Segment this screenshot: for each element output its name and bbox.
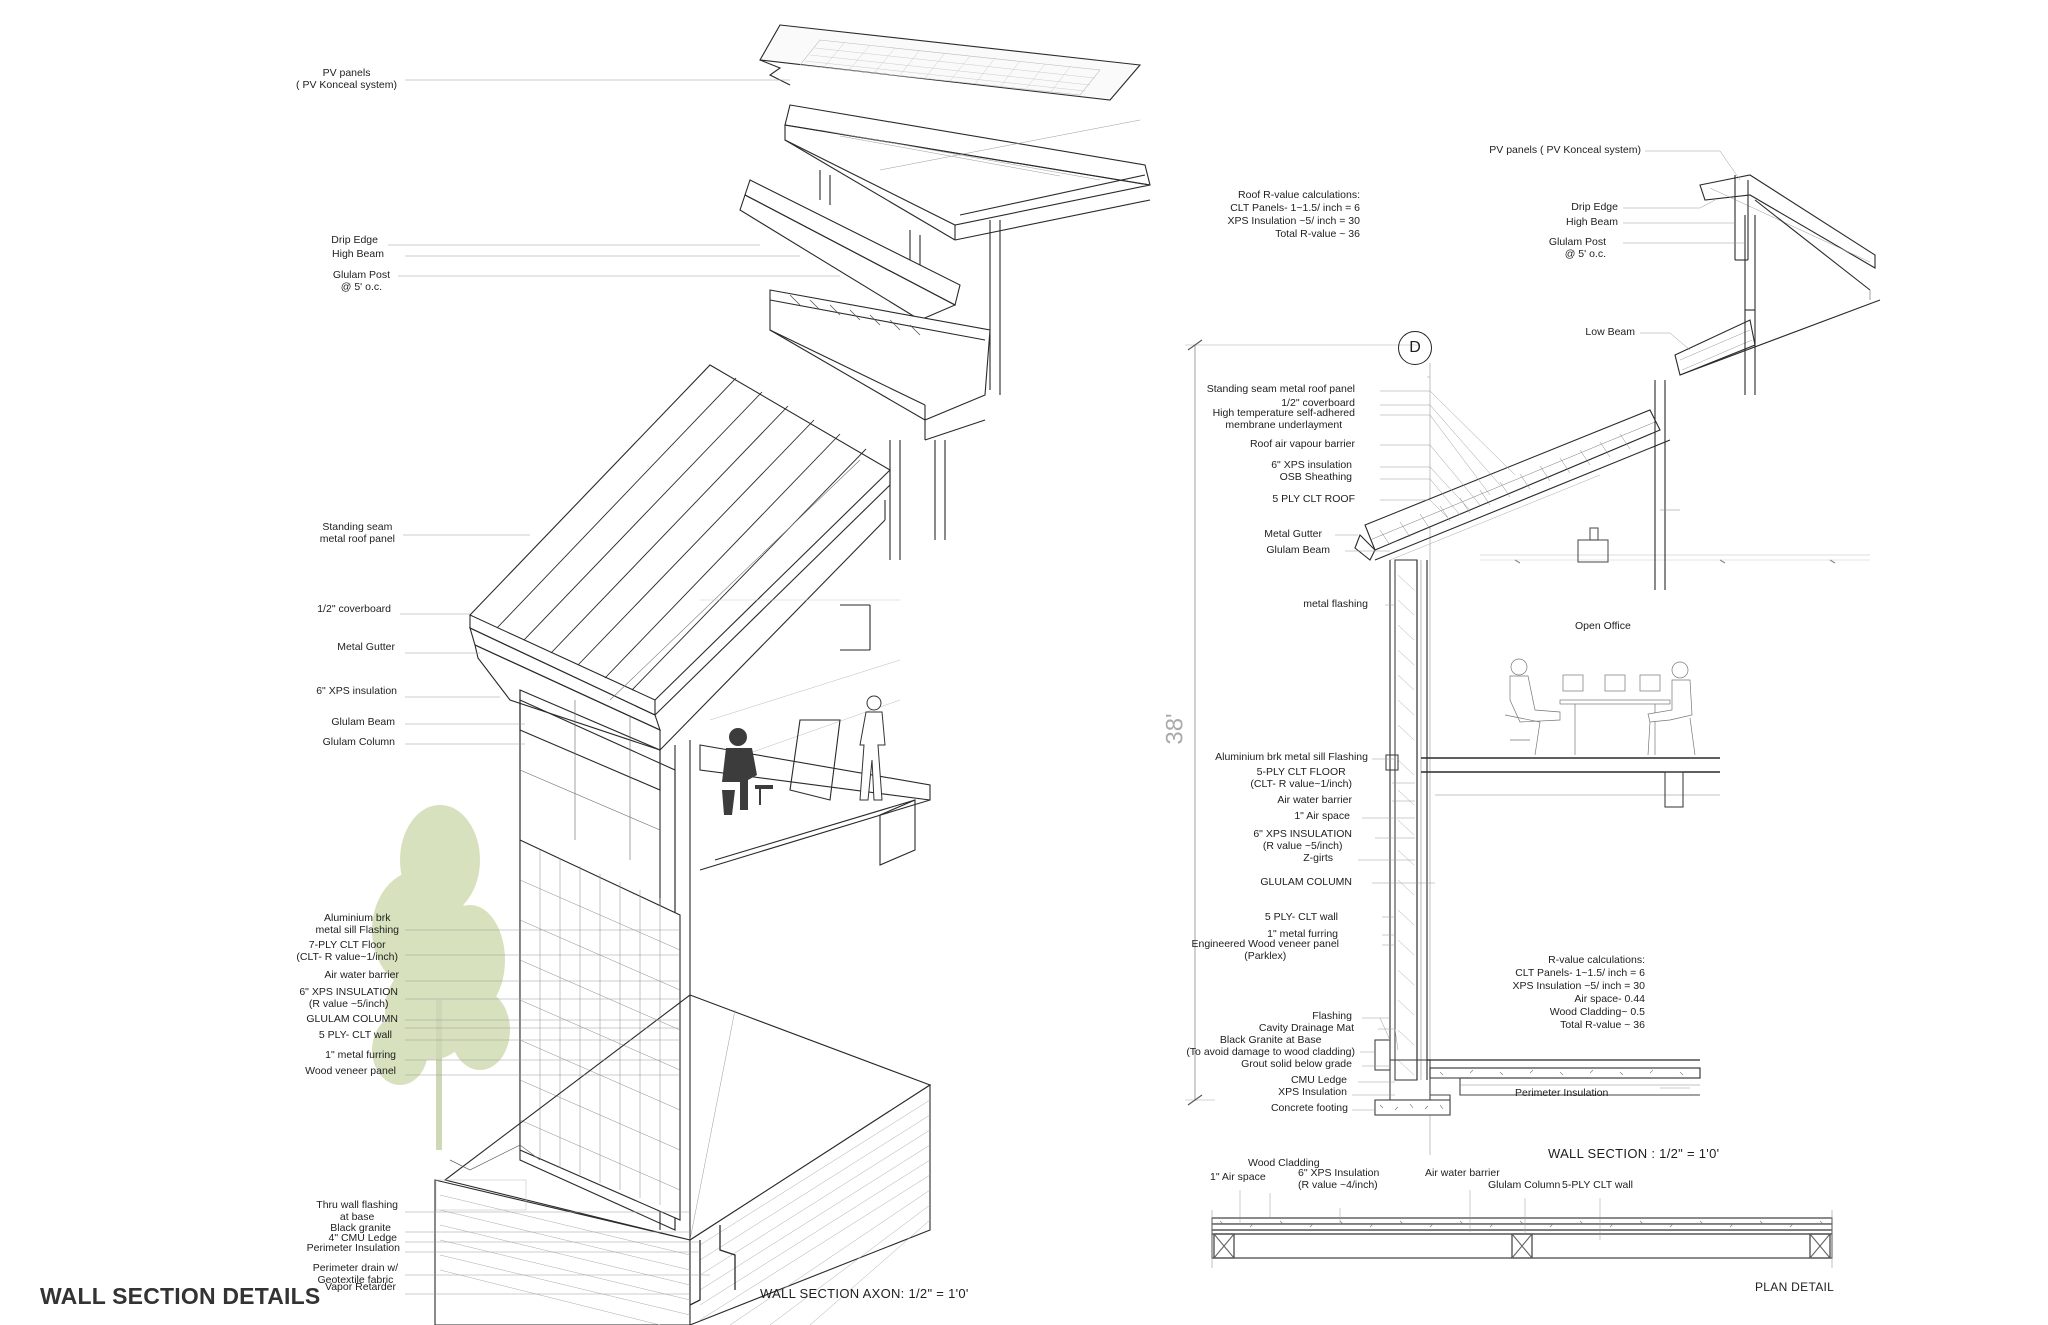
section-top-label-2: High Beam bbox=[1566, 216, 1618, 228]
section-label-16: GLULAM COLUMN bbox=[1260, 876, 1352, 888]
section-top-label-3: Glulam Post@ 5' o.c. bbox=[1548, 236, 1606, 260]
axon-leader-lines bbox=[388, 79, 840, 1295]
plan-detail-drawing bbox=[1211, 1210, 1833, 1268]
wall-r-block-line-0: R-value calculations: bbox=[1548, 954, 1645, 966]
plan-label-3: Air water barrier bbox=[1425, 1167, 1500, 1179]
section-label-23: Grout solid below grade bbox=[1241, 1058, 1352, 1070]
axon-label-7: 6" XPS insulation bbox=[316, 685, 397, 697]
axon-label-12: Air water barrier bbox=[324, 969, 399, 981]
office-desk-with-people bbox=[1504, 658, 1696, 756]
section-label-26: Concrete footing bbox=[1270, 1102, 1348, 1114]
wall-r-block-line-4: Wood Cladding~ 0.5 bbox=[1549, 1006, 1645, 1018]
axon-pv-panels bbox=[759, 24, 1142, 101]
section-label-17: 5 PLY- CLT wall bbox=[1264, 911, 1338, 923]
axon-label-14: GLULAM COLUMN bbox=[306, 1013, 398, 1025]
section-top-label-4: Low Beam bbox=[1585, 326, 1635, 338]
section-label-21: Cavity Drainage Mat bbox=[1258, 1022, 1354, 1034]
plan-label-2: 6" XPS Insulation(R value ~4/inch) bbox=[1298, 1167, 1380, 1191]
section-label-6: 5 PLY CLT ROOF bbox=[1272, 493, 1355, 505]
plan-label-1: 1" Air space bbox=[1210, 1171, 1266, 1183]
axon-label-3: Glulam Post@ 5' o.c. bbox=[332, 269, 390, 293]
section-caption: WALL SECTION : 1/2" = 1'0' bbox=[1548, 1146, 1720, 1161]
axon-label-17: Wood veneer panel bbox=[305, 1065, 396, 1077]
axon-label-16: 1" metal furring bbox=[325, 1049, 396, 1061]
section-label-10: Aluminium brk metal sill Flashing bbox=[1215, 751, 1368, 763]
axon-label-22: Perimeter drain w/Geotextile fabric bbox=[312, 1262, 398, 1286]
section-leader-lines bbox=[1335, 150, 1745, 1111]
section-label-4: 6" XPS insulation bbox=[1271, 459, 1352, 471]
wall-r-block-line-1: CLT Panels- 1~1.5/ inch = 6 bbox=[1515, 967, 1645, 979]
section-label-13: 1" Air space bbox=[1294, 810, 1350, 822]
section-label-24: CMU Ledge bbox=[1290, 1074, 1347, 1086]
axon-foundation bbox=[434, 994, 932, 1325]
axon-clerestory bbox=[739, 170, 1001, 540]
axon-label-21: Perimeter Insulation bbox=[306, 1242, 400, 1254]
axon-wall-and-floor bbox=[519, 599, 931, 1240]
axon-caption: WALL SECTION AXON: 1/2" = 1'0' bbox=[760, 1286, 969, 1301]
section-label-22: Black Granite at Base(To avoid damage to… bbox=[1186, 1034, 1355, 1058]
roof-r-block-line-2: XPS Insulation ~5/ inch = 30 bbox=[1227, 215, 1360, 227]
axon-label-1: Drip Edge bbox=[331, 234, 378, 246]
axon-label-2: High Beam bbox=[332, 248, 384, 260]
wall-r-block-line-5: Total R-value ~ 36 bbox=[1560, 1019, 1645, 1031]
axon-label-11: 7-PLY CLT Floor(CLT- R value~1/inch) bbox=[296, 939, 398, 963]
plan-label-4: Glulam Column bbox=[1488, 1179, 1561, 1191]
section-label-14: 6" XPS INSULATION(R value ~5/inch) bbox=[1253, 828, 1352, 852]
sheet-title: WALL SECTION DETAILS bbox=[40, 1283, 321, 1309]
plan-caption: PLAN DETAIL bbox=[1755, 1280, 1835, 1294]
wall-r-block-line-2: XPS Insulation ~5/ inch = 30 bbox=[1512, 980, 1645, 992]
wall-section-drawing bbox=[1185, 174, 1881, 1155]
axon-label-0: PV panels( PV Konceal system) bbox=[296, 67, 397, 91]
section-label-19: Engineered Wood veneer panel(Parklex) bbox=[1191, 938, 1340, 962]
height-dimension: 38' bbox=[1161, 713, 1189, 745]
axon-label-23: Vapor Retarder bbox=[324, 1281, 396, 1293]
perimeter-insulation-label: Perimeter Insulation bbox=[1515, 1087, 1609, 1099]
axon-label-20: 4" CMU Ledge bbox=[328, 1232, 397, 1244]
axon-drawing bbox=[372, 24, 1151, 1325]
seated-person-silhouette bbox=[722, 728, 773, 815]
axon-upper-roof bbox=[784, 104, 1151, 241]
section-label-0: Standing seam metal roof panel bbox=[1206, 383, 1355, 395]
section-marker: D bbox=[1398, 331, 1432, 365]
axon-label-8: Glulam Beam bbox=[331, 716, 395, 728]
standing-person-outline bbox=[859, 695, 886, 801]
plan-label-0: Wood Cladding bbox=[1248, 1157, 1320, 1169]
section-label-12: Air water barrier bbox=[1277, 794, 1352, 806]
plan-label-5: 5-PLY CLT wall bbox=[1562, 1179, 1634, 1191]
open-office-label: Open Office bbox=[1575, 620, 1631, 632]
axon-label-5: 1/2" coverboard bbox=[317, 603, 391, 615]
axon-label-19: Black granite bbox=[330, 1222, 391, 1234]
section-label-15: Z-girts bbox=[1303, 852, 1333, 864]
roof-r-block-line-3: Total R-value ~ 36 bbox=[1275, 228, 1360, 240]
section-label-11: 5-PLY CLT FLOOR(CLT- R value~1/inch) bbox=[1250, 766, 1352, 790]
section-top-label-1: Drip Edge bbox=[1571, 201, 1618, 213]
axon-label-15: 5 PLY- CLT wall bbox=[318, 1029, 392, 1041]
wall-r-block-line-3: Air space- 0.44 bbox=[1574, 993, 1645, 1005]
section-label-8: Glulam Beam bbox=[1266, 544, 1330, 556]
axon-main-roof bbox=[469, 364, 891, 751]
plan-leader-lines bbox=[1239, 1190, 1601, 1240]
section-label-1: 1/2" coverboard bbox=[1281, 397, 1355, 409]
section-label-7: Metal Gutter bbox=[1264, 528, 1322, 540]
section-label-25: XPS Insulation bbox=[1278, 1086, 1347, 1098]
axon-label-9: Glulam Column bbox=[322, 736, 395, 748]
axon-label-6: Metal Gutter bbox=[337, 641, 395, 653]
axon-label-13: 6" XPS INSULATION(R value ~5/inch) bbox=[299, 986, 398, 1010]
section-label-5: OSB Sheathing bbox=[1279, 471, 1352, 483]
section-label-20: Flashing bbox=[1312, 1010, 1352, 1022]
roof-r-block-line-1: CLT Panels- 1~1.5/ inch = 6 bbox=[1230, 202, 1360, 214]
section-label-9: metal flashing bbox=[1303, 598, 1368, 610]
section-top-label-0: PV panels ( PV Konceal system) bbox=[1489, 144, 1641, 156]
roof-r-block-line-0: Roof R-value calculations: bbox=[1238, 189, 1360, 201]
section-label-3: Roof air vapour barrier bbox=[1249, 438, 1355, 450]
section-label-18: 1" metal furring bbox=[1267, 928, 1338, 940]
